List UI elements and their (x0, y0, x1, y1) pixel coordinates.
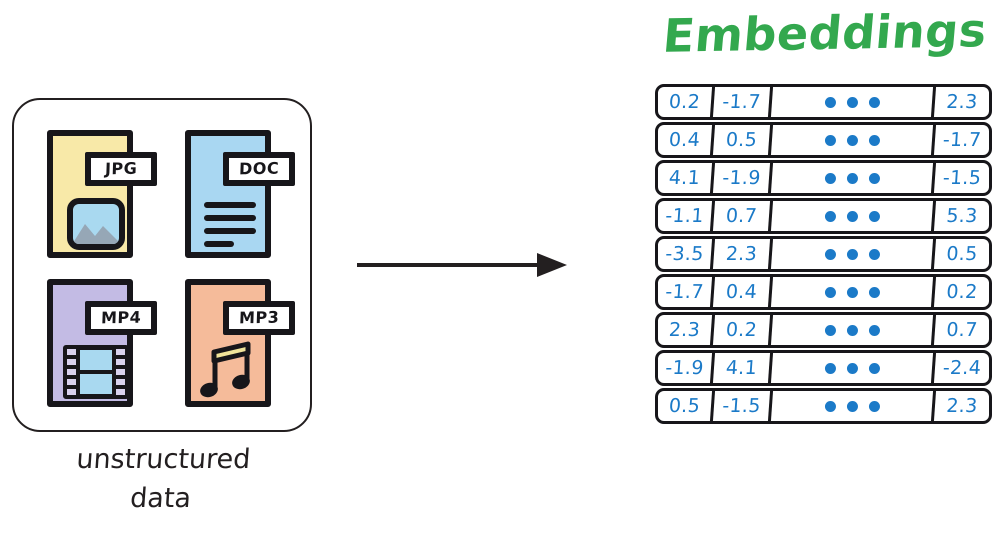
ellipsis-dots-icon (824, 286, 880, 298)
ellipsis-cell (770, 239, 937, 269)
film-frames (80, 349, 112, 394)
file-type-label: MP4 (85, 300, 157, 335)
embedding-value-cell: -2.4 (942, 357, 982, 379)
document-file-icon[interactable]: DOC (179, 122, 295, 264)
file-type-label-text: MP3 (238, 307, 280, 327)
file-type-label: MP3 (223, 300, 295, 335)
embedding-value-cell: 2.3 (658, 315, 716, 345)
text-lines-icon (204, 201, 256, 254)
embedding-value-cell: -1.7 (658, 277, 716, 307)
ellipsis-dots-icon (824, 96, 880, 108)
file-type-label: JPG (85, 151, 157, 186)
embeddings-title: Embeddings (660, 3, 990, 63)
ellipsis-cell (770, 315, 937, 345)
ellipsis-dots-icon (824, 324, 880, 336)
embedding-value-cell: -1.7 (942, 129, 982, 151)
film-sprockets-right (116, 348, 125, 395)
embedding-value-cell: 4.1 (712, 353, 774, 383)
unstructured-data-caption: unstructured data (9, 440, 314, 518)
embedding-value-cell: 0.2 (658, 87, 716, 117)
video-file-icon[interactable]: MP4 (41, 271, 157, 413)
embedding-value-cell: 4.1 (658, 163, 716, 193)
embedding-value-cell: -3.5 (658, 239, 716, 269)
embedding-value-cell: -1.7 (712, 87, 774, 117)
embedding-value-cell: 2.3 (945, 91, 979, 113)
embedding-value-cell: 0.7 (712, 201, 774, 231)
file-body (185, 278, 271, 407)
embedding-value-cell: -1.9 (658, 353, 716, 383)
caption-line-2: data (129, 483, 193, 515)
embedding-value-cell: -1.5 (712, 391, 774, 421)
mountain-icon (73, 223, 119, 244)
embedding-value-cell: -1.5 (942, 167, 982, 189)
file-type-label-text: MP4 (100, 307, 142, 327)
music-note-icon (200, 341, 251, 397)
film-strip-icon (63, 344, 129, 399)
embedding-row: 4.1-1.9 -1.5 (655, 160, 992, 196)
file-icon-grid: JPG DOC (14, 100, 310, 430)
ellipsis-cell (770, 391, 937, 421)
embedding-row: 0.5-1.5 2.3 (655, 388, 992, 424)
photo-thumbnail-icon (67, 197, 125, 250)
embedding-value-cell: 0.5 (712, 125, 774, 155)
image-file-icon[interactable]: JPG (41, 122, 157, 264)
embedding-value-cell: 0.2 (945, 281, 979, 303)
film-sprockets-left (67, 348, 76, 395)
ellipsis-cell (770, 277, 937, 307)
embedding-value-cell: 0.4 (712, 277, 774, 307)
audio-file-icon[interactable]: MP3 (179, 271, 295, 413)
ellipsis-dots-icon (824, 210, 880, 222)
ellipsis-cell (770, 163, 937, 193)
ellipsis-dots-icon (824, 134, 880, 146)
caption-line-1: unstructured (75, 444, 252, 475)
embedding-row: 0.2-1.7 2.3 (655, 84, 992, 120)
embedding-value-cell: -1.1 (658, 201, 716, 231)
embedding-value-cell: 0.5 (658, 391, 716, 421)
file-type-label-text: JPG (104, 158, 138, 178)
embedding-value-cell: 0.4 (658, 125, 716, 155)
ellipsis-cell (770, 125, 937, 155)
embedding-value-cell: -1.9 (712, 163, 774, 193)
embedding-value-cell: 5.3 (945, 205, 979, 227)
ellipsis-dots-icon (824, 362, 880, 374)
ellipsis-cell (770, 87, 937, 117)
ellipsis-dots-icon (824, 400, 880, 412)
embedding-value-cell: 0.2 (712, 315, 774, 345)
file-type-label: DOC (223, 151, 295, 186)
embedding-value-cell: 0.5 (945, 243, 979, 265)
ellipsis-cell (770, 353, 937, 383)
embedding-value-cell: 0.7 (945, 319, 979, 341)
embedding-value-cell: 2.3 (712, 239, 774, 269)
ellipsis-dots-icon (824, 172, 880, 184)
transform-arrow-icon (357, 253, 567, 277)
embedding-value-cell: 2.3 (945, 395, 979, 417)
ellipsis-dots-icon (824, 248, 880, 260)
file-type-label-text: DOC (238, 158, 280, 178)
ellipsis-cell (770, 201, 937, 231)
unstructured-data-container: JPG DOC (12, 98, 312, 432)
file-body (185, 129, 271, 258)
